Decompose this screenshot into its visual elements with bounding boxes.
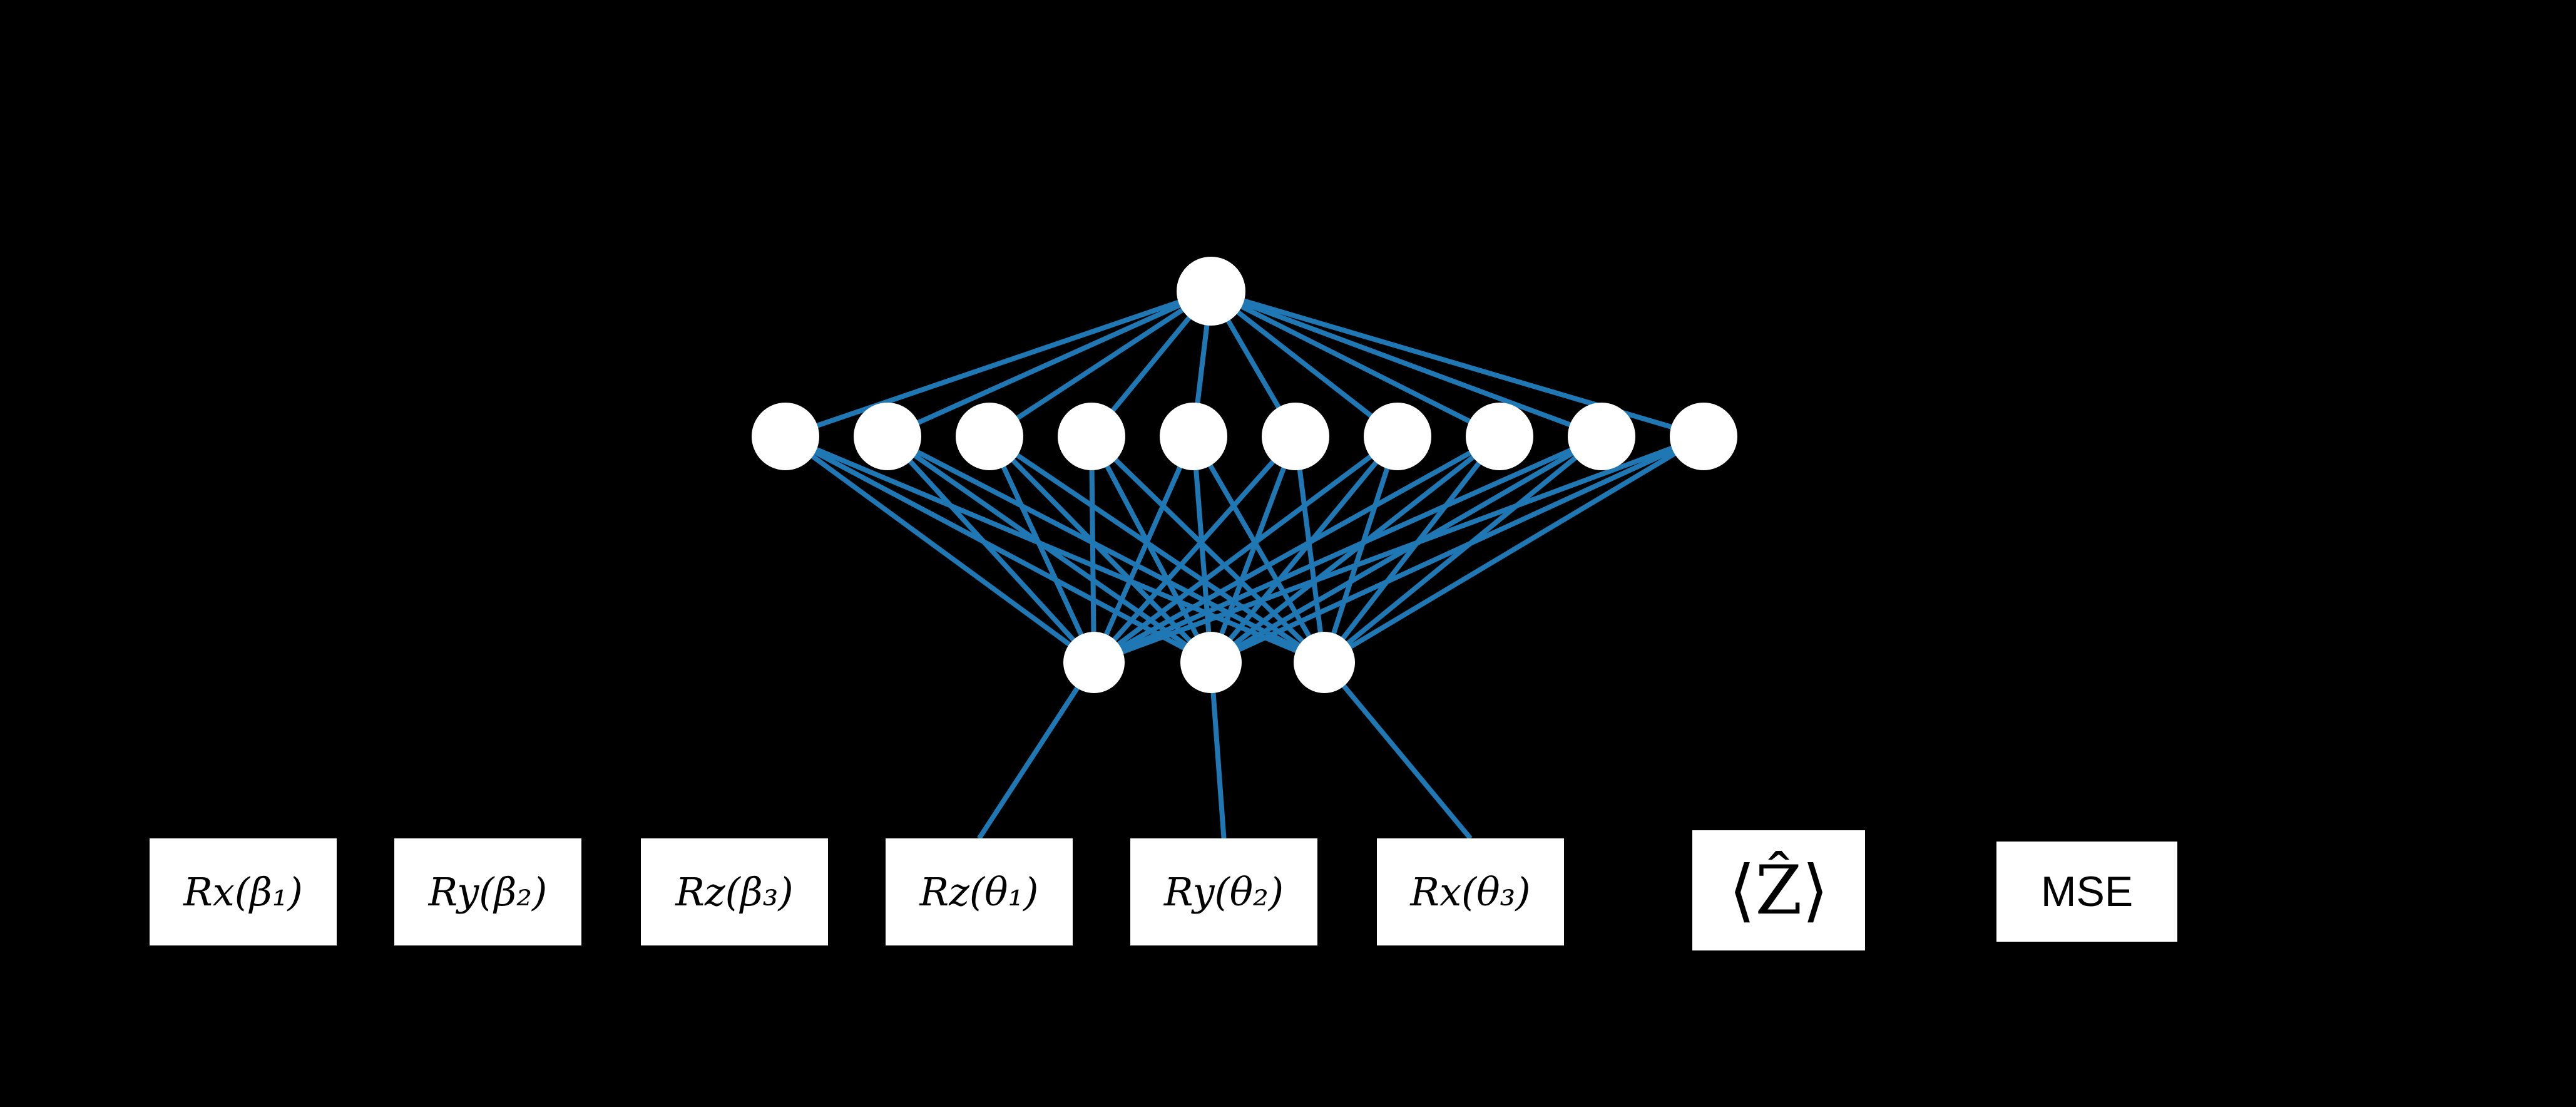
edge-input-hidden-1 (886, 289, 1212, 439)
edge-param2-gate (1322, 661, 1473, 840)
edge-hidden4-param0 (1091, 435, 1196, 664)
edge-hidden9-param2 (1322, 434, 1705, 665)
edge-hidden3-param0 (1089, 436, 1096, 663)
edge-hidden7-param0 (1093, 434, 1501, 665)
gate-box-rz-beta3: Rz(β₃) (641, 838, 828, 945)
edge-hidden9-param0 (1093, 434, 1705, 665)
edge-hidden4-param1 (1191, 436, 1214, 663)
edge-hidden6-param2 (1322, 435, 1400, 664)
edge-hidden0-param0 (784, 434, 1096, 665)
edge-hidden6-param1 (1209, 435, 1400, 664)
edge-input-hidden-8 (1210, 289, 1603, 439)
edge-input-hidden-7 (1210, 289, 1501, 439)
input-node (1177, 257, 1245, 326)
edge-hidden7-param1 (1209, 434, 1501, 665)
gate-box-rx-beta1: Rx(β₁) (150, 838, 337, 945)
edge-hidden2-param0 (987, 435, 1096, 664)
hidden-node-2 (956, 403, 1023, 470)
hidden-node-1 (854, 403, 921, 470)
gate-box-rx-theta3: Rx(θ₃) (1377, 838, 1564, 945)
edge-hidden8-param0 (1093, 434, 1603, 665)
edge-input-hidden-0 (784, 289, 1212, 439)
expectation-box: ⟨Ẑ⟩ (1692, 830, 1865, 950)
edge-hidden1-param2 (886, 434, 1326, 665)
edge-hidden6-param0 (1092, 434, 1399, 665)
mse-box: MSE (1996, 842, 2177, 942)
hidden-node-6 (1364, 403, 1431, 470)
param-node-1 (1180, 632, 1242, 693)
edge-hidden0-param2 (784, 434, 1326, 665)
edge-hidden0-param1 (784, 434, 1212, 665)
edge-hidden5-param1 (1209, 435, 1298, 664)
hidden-node-3 (1058, 403, 1125, 470)
edge-hidden1-param0 (886, 435, 1096, 664)
edge-hidden8-param1 (1209, 434, 1603, 665)
edge-hidden7-param2 (1322, 435, 1502, 664)
hidden-node-7 (1466, 403, 1533, 470)
edge-hidden5-param2 (1293, 436, 1327, 663)
edge-hidden3-param2 (1090, 435, 1326, 664)
edge-hidden2-param2 (988, 434, 1326, 665)
hidden-node-4 (1160, 403, 1227, 470)
edge-input-hidden-2 (988, 289, 1213, 439)
edge-param0-gate (977, 661, 1096, 840)
edge-hidden5-param0 (1092, 435, 1297, 664)
param-node-0 (1063, 632, 1125, 693)
edge-hidden9-param1 (1210, 434, 1705, 665)
hidden-node-8 (1568, 403, 1635, 470)
param-node-2 (1294, 632, 1355, 693)
hidden-node-5 (1262, 403, 1329, 470)
gate-box-ry-theta2: Ry(θ₂) (1130, 838, 1317, 945)
hidden-node-9 (1670, 403, 1737, 470)
gate-box-ry-beta2: Ry(β₂) (394, 838, 581, 945)
hidden-node-0 (752, 403, 819, 470)
gate-box-rz-theta1: Rz(θ₁) (886, 838, 1073, 945)
edge-input-hidden-6 (1209, 289, 1399, 439)
edge-hidden4-param2 (1191, 435, 1327, 664)
